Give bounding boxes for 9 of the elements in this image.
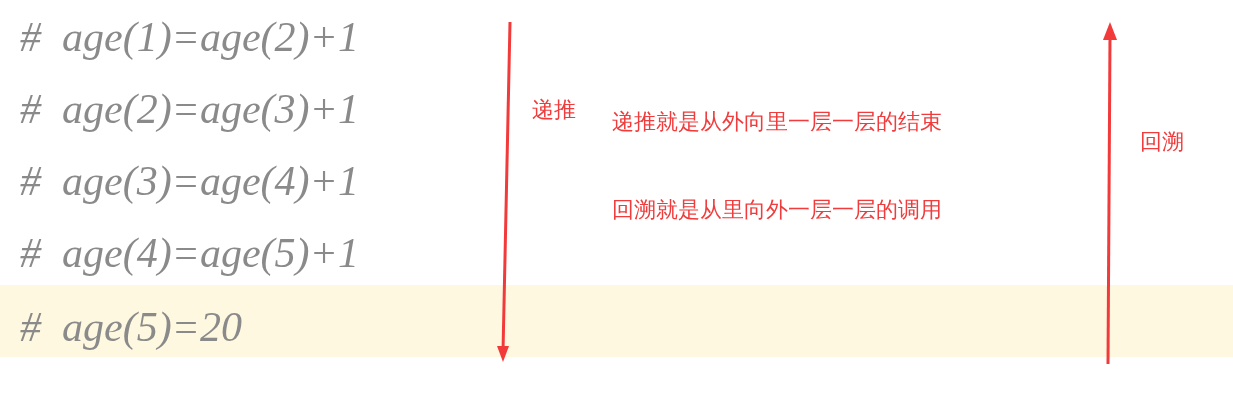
- direction-label: 递推: [532, 96, 576, 124]
- note-text: 回溯就是从里向外一层一层的调用: [612, 196, 942, 224]
- note-text: 递推就是从外向里一层一层的结束: [612, 108, 942, 136]
- code-line: # age(2)=age(3)+1: [20, 85, 359, 134]
- code-line: # age(1)=age(2)+1: [20, 13, 359, 62]
- code-line: # age(4)=age(5)+1: [20, 229, 359, 278]
- code-line: # age(3)=age(4)+1: [20, 157, 359, 206]
- code-line: # age(5)=20: [20, 303, 242, 352]
- direction-label: 回溯: [1140, 128, 1184, 156]
